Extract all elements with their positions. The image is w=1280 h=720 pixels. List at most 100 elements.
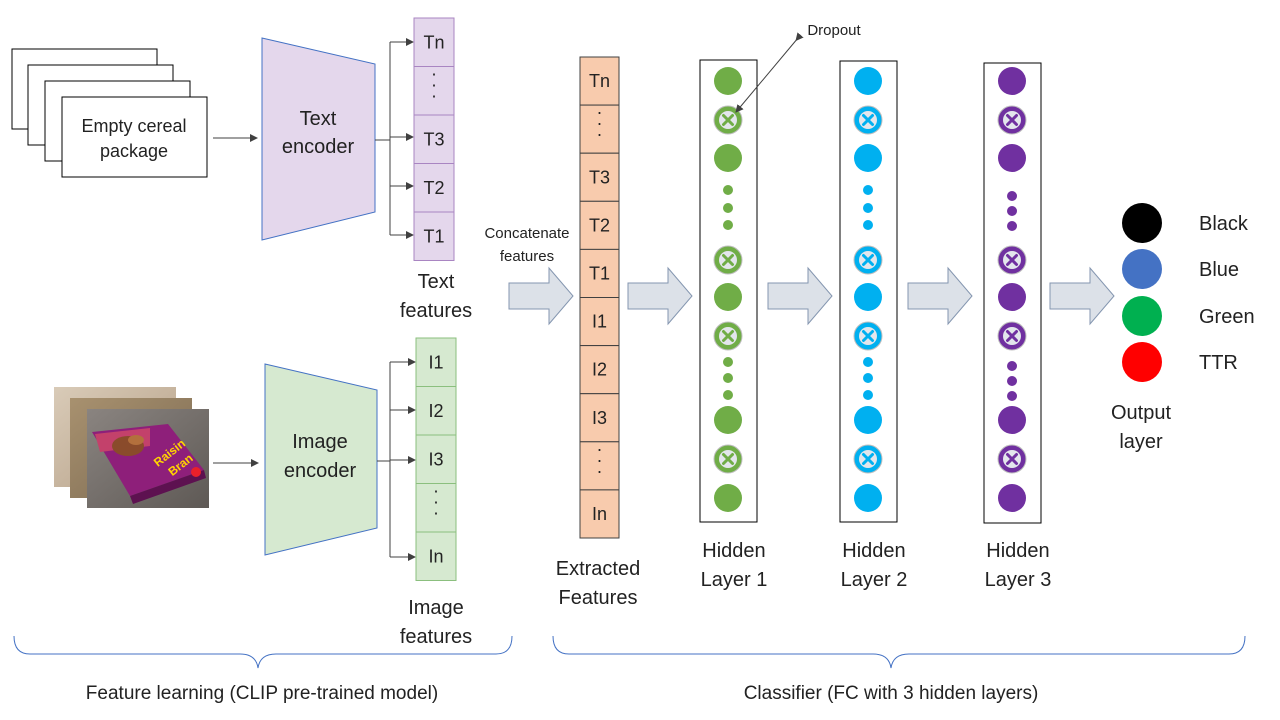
- dropout-cross: [1006, 330, 1018, 342]
- ellipsis-dot: [863, 185, 873, 195]
- neuron: [854, 484, 882, 512]
- output-label: Blue: [1199, 259, 1239, 281]
- extracted-feature-cell: [579, 104, 620, 154]
- extracted-feature-cell: [579, 441, 620, 491]
- image-feature-cell: [415, 531, 457, 581]
- extracted-feature-ellipsis: ·: [597, 461, 603, 481]
- ellipsis-dot: [723, 203, 733, 213]
- block-arrow: [1049, 266, 1115, 326]
- ellipsis-dot: [723, 357, 733, 367]
- extracted-feature-label: I2: [592, 360, 607, 380]
- text-feature-label: T1: [423, 226, 444, 246]
- dropout-cross: [862, 114, 874, 126]
- classifier-brace: [552, 635, 1246, 669]
- text-input-stack: Empty cereal package: [11, 48, 208, 178]
- text-feature-ellipsis: ·: [431, 86, 437, 106]
- dropout-cross: [1006, 114, 1018, 126]
- ellipsis-dot: [863, 220, 873, 230]
- dropout-cross: [862, 330, 874, 342]
- neuron: [998, 67, 1026, 95]
- ellipsis-dot: [863, 373, 873, 383]
- ellipsis-dot: [1007, 206, 1017, 216]
- ellipsis-dot: [723, 185, 733, 195]
- extracted-feature-label: T1: [589, 263, 610, 283]
- extracted-caption-line1: Extracted: [556, 558, 640, 580]
- neuron: [854, 406, 882, 434]
- dropout-cross: [862, 453, 874, 465]
- image-feature-label: In: [428, 546, 443, 566]
- extracted-feature-ellipsis: ·: [597, 102, 603, 122]
- neuron: [714, 67, 742, 95]
- extracted-feature-label: In: [592, 504, 607, 524]
- ellipsis-dot: [1007, 361, 1017, 371]
- ellipsis-dot: [863, 203, 873, 213]
- text-feature-label: T2: [423, 178, 444, 198]
- extracted-feature-ellipsis: ·: [597, 439, 603, 459]
- image-features-caption-line1: Image: [408, 597, 464, 619]
- image-input-stack: Raisin Bran: [54, 387, 209, 508]
- ellipsis-dot: [1007, 391, 1017, 401]
- ellipsis-dot: [1007, 376, 1017, 386]
- extracted-feature-label: T2: [589, 215, 610, 235]
- output-caption-line2: layer: [1119, 431, 1163, 453]
- text-fanout-arrows: [375, 38, 414, 239]
- output-label: Green: [1199, 306, 1255, 328]
- extracted-feature-cell: [579, 56, 620, 106]
- concat-label-line1: Concatenate: [484, 225, 569, 242]
- image-encoder-line2: encoder: [284, 460, 357, 482]
- neuron: [998, 283, 1026, 311]
- neuron: [998, 144, 1026, 172]
- ellipsis-dot: [723, 220, 733, 230]
- extracted-feature-label: Tn: [589, 71, 610, 91]
- hidden-layer-3-caption-line2: Layer 3: [985, 569, 1052, 591]
- neuron: [714, 406, 742, 434]
- image-feature-cell: [415, 337, 457, 387]
- image-encoder-line1: Image: [292, 431, 348, 453]
- neuron: [714, 283, 742, 311]
- dropout-cross: [1006, 254, 1018, 266]
- image-feature-label: I3: [428, 449, 443, 469]
- block-arrow: [508, 266, 574, 326]
- cereal-box-image: Raisin Bran: [92, 424, 206, 504]
- block-arrow: [767, 266, 833, 326]
- block-arrows: [508, 266, 1115, 326]
- image-feature-ellipsis: ·: [433, 503, 439, 523]
- ellipsis-dot: [723, 373, 733, 383]
- output-node-blue: [1122, 249, 1162, 289]
- section-classifier: Classifier (FC with 3 hidden layers): [744, 683, 1039, 704]
- dropout-cross: [862, 254, 874, 266]
- image-feature-ellipsis: ·: [433, 492, 439, 512]
- dropout-cross: [722, 254, 734, 266]
- image-feature-cell: [415, 483, 457, 533]
- extracted-feature-ellipsis: ·: [597, 113, 603, 133]
- image-fanout-arrows: [377, 358, 416, 561]
- image-feature-label: I2: [428, 401, 443, 421]
- neuron: [714, 484, 742, 512]
- text-feature-cell: [413, 163, 455, 213]
- dropout-pointer: [735, 32, 804, 113]
- dropout-cross: [722, 330, 734, 342]
- dropout-label: Dropout: [807, 22, 861, 39]
- ellipsis-dot: [1007, 221, 1017, 231]
- dropout-cross: [1006, 453, 1018, 465]
- text-encoder-shape: [261, 37, 376, 241]
- extracted-feature-cell: [579, 152, 620, 202]
- block-arrow: [907, 266, 973, 326]
- text-feature-cell: [413, 17, 455, 67]
- extracted-feature-cell: [579, 489, 620, 539]
- input-text-line2: package: [100, 141, 168, 161]
- text-feature-cell: [413, 211, 455, 261]
- output-node-ttr: [1122, 342, 1162, 382]
- concat-label-line2: features: [500, 248, 554, 265]
- text-encoder-line2: encoder: [282, 136, 355, 158]
- output-node-green: [1122, 296, 1162, 336]
- image-encoder-shape: [264, 363, 378, 556]
- text-feature-label: T3: [423, 129, 444, 149]
- dropout-cross: [722, 453, 734, 465]
- hidden-layer-2-caption-line1: Hidden: [842, 540, 905, 562]
- input-text-line1: Empty cereal: [81, 116, 186, 136]
- ellipsis-dot: [723, 390, 733, 400]
- image-feature-label: I1: [428, 352, 443, 372]
